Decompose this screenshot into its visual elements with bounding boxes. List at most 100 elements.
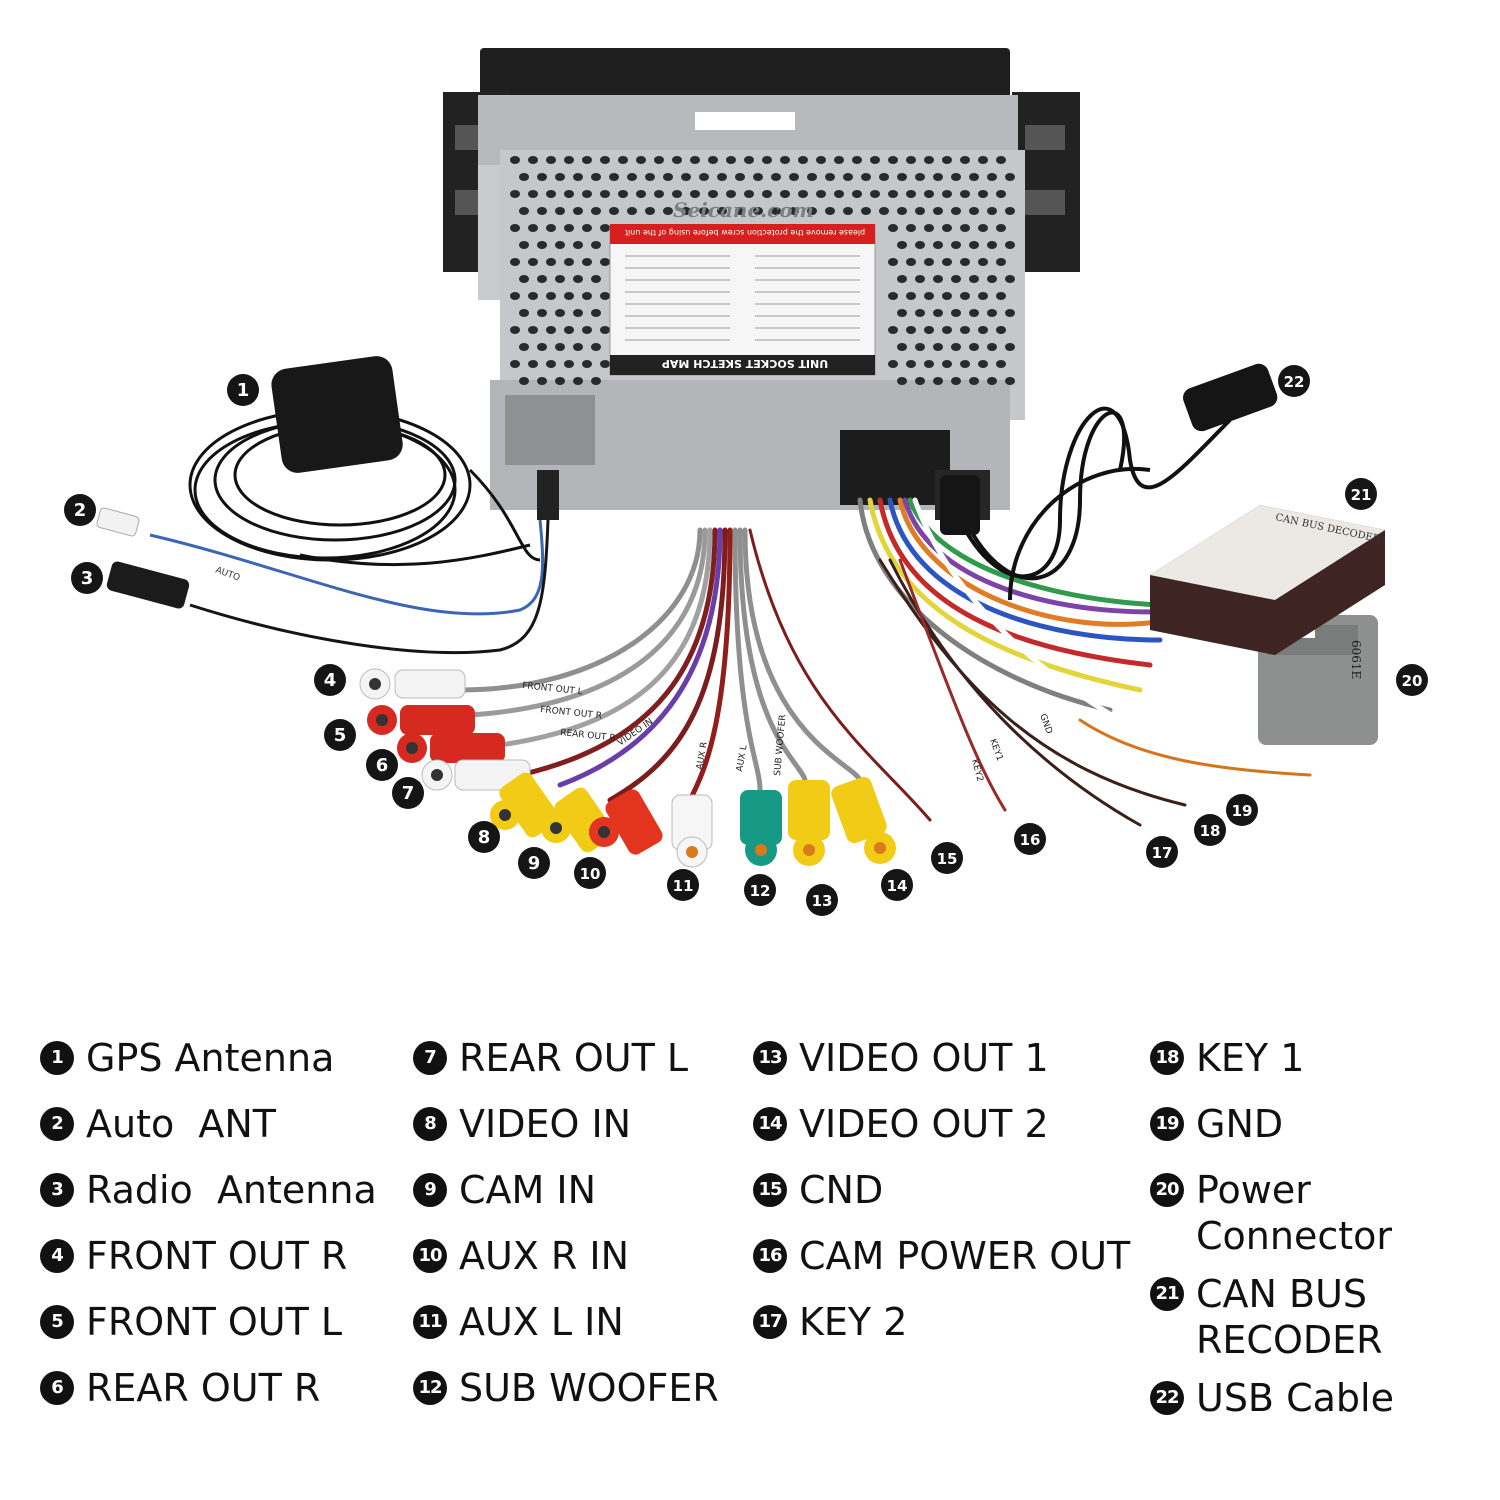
callout-8: 8 [468, 821, 500, 853]
vent-hole [915, 343, 925, 351]
legend-label: CAN BUS RECODER [1196, 1272, 1383, 1362]
vent-hole [888, 326, 898, 334]
callout-number: 3 [81, 568, 94, 589]
legend-number-badge: 16 [753, 1239, 787, 1273]
vent-hole [582, 190, 592, 198]
legend-number-badge: 6 [40, 1371, 74, 1405]
callout-6: 6 [366, 749, 398, 781]
radio-ant-cable [189, 519, 550, 655]
legend-label: FRONT OUT R [86, 1234, 348, 1278]
callout-12: 12 [744, 874, 776, 906]
rca-video-out-2 [831, 776, 896, 864]
legend-label: GND [1196, 1102, 1284, 1146]
callout-badge [1396, 664, 1428, 696]
vent-hole [969, 207, 979, 215]
callout-badge [744, 874, 776, 906]
vent-hole [897, 173, 907, 181]
key1-tag: KEY1 [987, 738, 1004, 763]
vent-hole [528, 190, 538, 198]
vent-hole [834, 156, 844, 164]
label-sheet-title: UNIT SOCKET SKETCH MAP [662, 357, 828, 370]
callout-badge [881, 869, 913, 901]
callout-number: 5 [334, 725, 347, 746]
vent-hole [987, 241, 997, 249]
callout-number: 9 [528, 853, 541, 874]
vent-hole [852, 156, 862, 164]
vent-hole [789, 173, 799, 181]
vent-hole [546, 190, 556, 198]
vent-hole [753, 207, 763, 215]
radio-ant-plug [106, 561, 190, 609]
vent-hole [663, 173, 673, 181]
vent-hole [600, 326, 610, 334]
vent-hole [888, 360, 898, 368]
vent-hole [528, 258, 538, 266]
vent-hole [645, 207, 655, 215]
vent-hole [897, 343, 907, 351]
callout-number: 1 [237, 380, 250, 401]
vent-hole [744, 190, 754, 198]
vent-hole [960, 326, 970, 334]
callout-badge [1278, 365, 1310, 397]
callout-number: 6 [376, 755, 389, 776]
legend-number-badge: 19 [1150, 1107, 1184, 1141]
vent-hole [582, 156, 592, 164]
vent-hole [888, 224, 898, 232]
vent-hole [888, 258, 898, 266]
vent-hole [879, 207, 889, 215]
vent-hole [555, 275, 565, 283]
legend-label: KEY 2 [799, 1300, 908, 1344]
vent-hole [762, 190, 772, 198]
gps-module [271, 356, 403, 473]
vent-hole [798, 156, 808, 164]
vent-hole [1005, 377, 1015, 385]
callout-number: 16 [1020, 831, 1041, 849]
callout-14: 14 [881, 869, 913, 901]
vent-hole [717, 207, 727, 215]
vent-hole [888, 190, 898, 198]
vent-hole [942, 190, 952, 198]
callout-badge [366, 749, 398, 781]
legend-label: Power Connector [1196, 1168, 1392, 1258]
vent-hole [843, 207, 853, 215]
legend-label: Radio Antenna [86, 1168, 377, 1212]
vent-hole [609, 173, 619, 181]
vent-hole [951, 275, 961, 283]
vent-hole [987, 207, 997, 215]
callout-11: 11 [667, 869, 699, 901]
vent-hole [555, 241, 565, 249]
vent-hole [519, 309, 529, 317]
legend-item: 3 Radio Antenna [40, 1167, 377, 1233]
vent-hole [510, 224, 520, 232]
vent-hole [969, 343, 979, 351]
legend-label: CND [799, 1168, 884, 1212]
callout-badge [71, 562, 103, 594]
vent-hole [537, 377, 547, 385]
vent-hole [924, 258, 934, 266]
callout-number: 8 [478, 827, 491, 848]
vent-hole [600, 258, 610, 266]
vent-hole [537, 207, 547, 215]
legend-number-badge: 3 [40, 1173, 74, 1207]
vent-hole [591, 173, 601, 181]
usb-cable [958, 406, 1232, 601]
vent-hole [942, 360, 952, 368]
vent-hole [942, 326, 952, 334]
vent-hole [564, 326, 574, 334]
legend-number-badge: 20 [1150, 1173, 1184, 1207]
vent-hole [582, 224, 592, 232]
vent-hole [924, 156, 934, 164]
legend-label: USB Cable [1196, 1376, 1394, 1420]
vent-hole [915, 173, 925, 181]
callout-number: 17 [1152, 844, 1173, 862]
vent-hole [735, 173, 745, 181]
vent-hole [618, 190, 628, 198]
legend-number-badge: 17 [753, 1305, 787, 1339]
vent-hole [753, 173, 763, 181]
